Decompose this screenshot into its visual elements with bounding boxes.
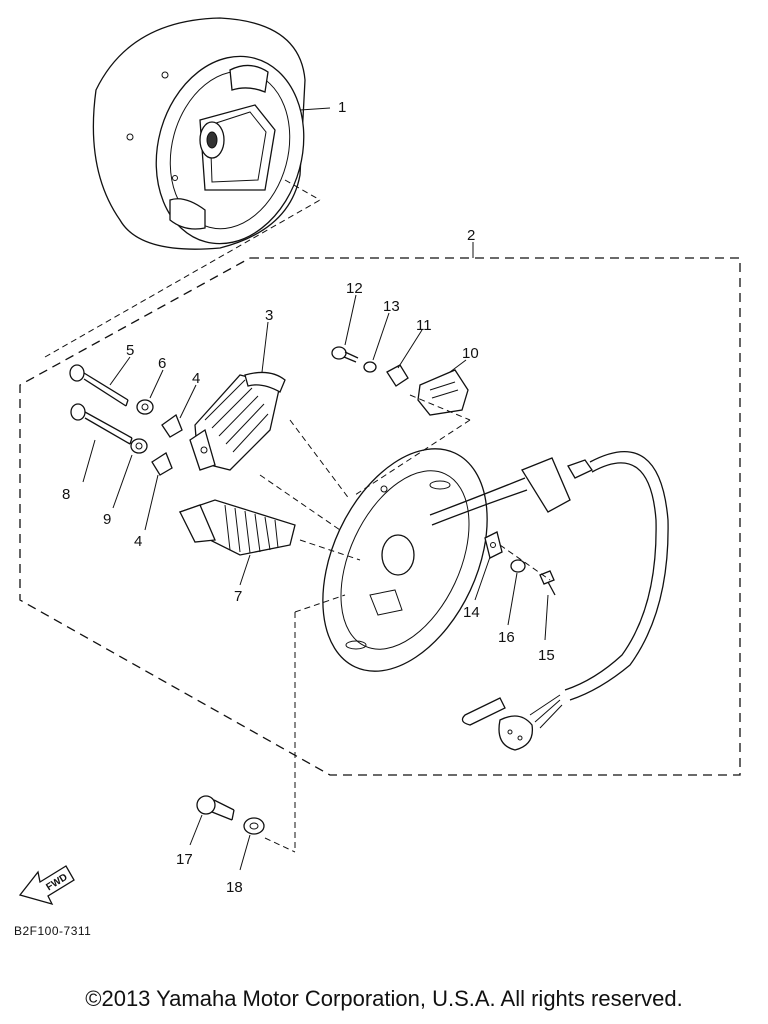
callout-1: 1 [338, 99, 346, 116]
flywheel-rotor [92, 17, 331, 250]
callout-15: 15 [538, 647, 555, 664]
callout-2: 2 [467, 227, 475, 244]
washer-18 [243, 817, 265, 835]
assembly-outline [19, 179, 741, 776]
clip-4-upper [161, 413, 183, 438]
washer-9 [130, 438, 148, 454]
screw-15 [539, 570, 556, 596]
forward-arrow-icon: FWD [18, 865, 75, 906]
lead-wire [429, 451, 669, 751]
callout-5: 5 [126, 342, 134, 359]
washer-16 [510, 559, 526, 573]
leader-lines [82, 294, 551, 871]
washer-13 [363, 361, 377, 373]
callout-14: 14 [463, 604, 480, 621]
callout-7: 7 [234, 588, 242, 605]
callout-18: 18 [226, 879, 243, 896]
clamp-14 [484, 531, 503, 559]
bolt-17 [196, 795, 235, 821]
callout-3: 3 [265, 307, 273, 324]
callout-8: 8 [62, 486, 70, 503]
bolt-8 [70, 403, 133, 445]
callout-16: 16 [498, 629, 515, 646]
callout-11: 11 [416, 317, 432, 334]
callout-6: 6 [158, 355, 166, 372]
washer-6 [136, 399, 154, 415]
bolt-12 [331, 346, 359, 363]
bolt-5 [69, 364, 129, 407]
callout-4-upper: 4 [192, 370, 200, 387]
stator-plate [322, 448, 488, 672]
callout-13: 13 [383, 298, 400, 315]
callout-4-lower: 4 [134, 533, 142, 550]
callout-numbers: 1 2 3 4 5 6 4 8 9 7 10 11 12 13 14 15 16… [62, 99, 555, 896]
callout-10: 10 [462, 345, 479, 362]
charge-coil-3 [189, 371, 286, 471]
callout-12: 12 [346, 280, 363, 297]
holder-11 [386, 364, 409, 387]
callout-17: 17 [176, 851, 193, 868]
callout-9: 9 [103, 511, 111, 528]
clip-4-lower [151, 452, 173, 476]
copyright-notice: ©2013 Yamaha Motor Corporation, U.S.A. A… [85, 986, 683, 1011]
diagram-code: B2F100-7311 [14, 924, 92, 938]
pulser-coil-7 [178, 499, 296, 556]
